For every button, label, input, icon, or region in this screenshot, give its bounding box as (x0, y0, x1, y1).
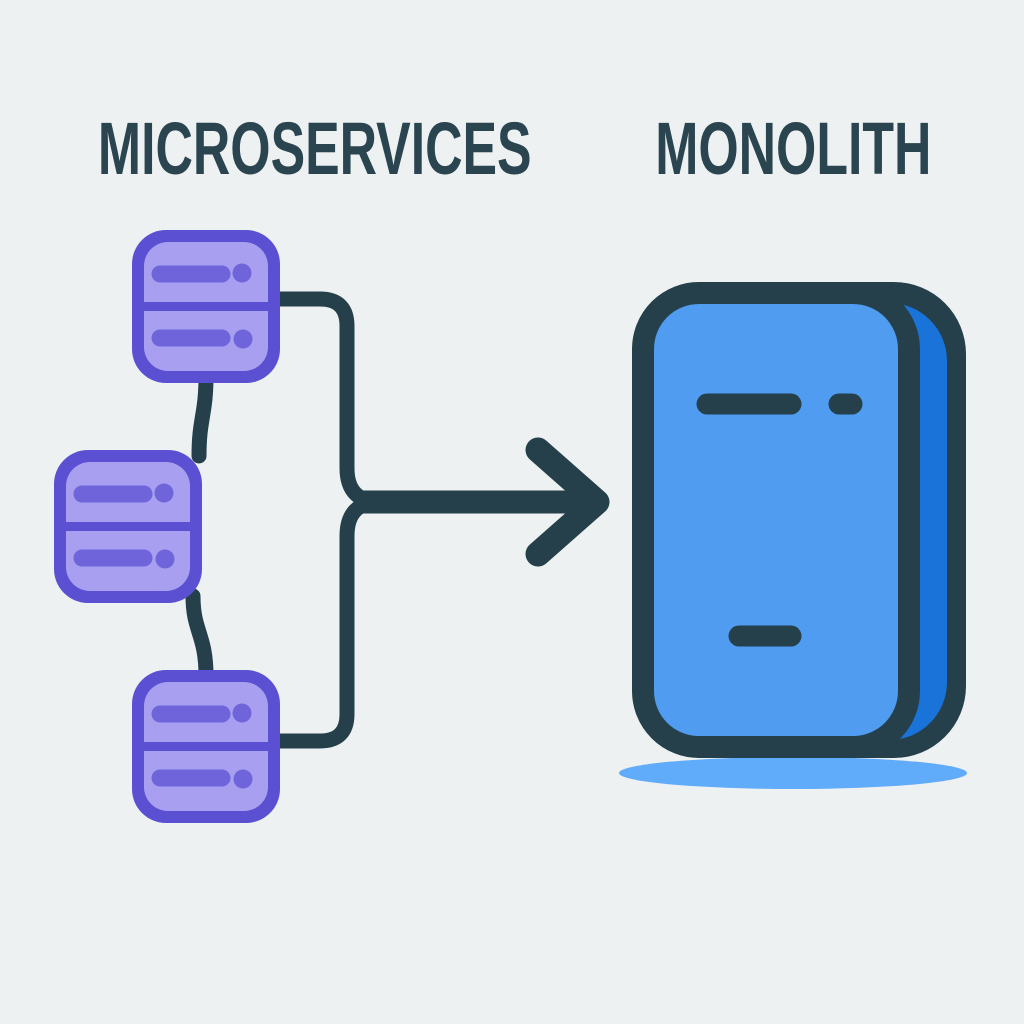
connector-server2-server3 (185, 588, 214, 684)
connector-server3-merge (268, 494, 388, 749)
arrow-head (525, 437, 610, 567)
connector-server1-merge (268, 291, 388, 510)
microservice-server-1 (132, 230, 280, 383)
connector-lines (185, 291, 388, 749)
connector-server1-server2 (191, 368, 214, 464)
monolith-title: MONOLITH (586, 112, 1000, 186)
microservices-title-text: MICROSERVICES (98, 107, 532, 190)
microservice-server-2 (54, 450, 202, 603)
monolith-shadow (619, 757, 967, 789)
microservice-server-3 (132, 670, 280, 823)
monolith-title-text: MONOLITH (654, 107, 932, 190)
monolith-icon (619, 282, 967, 789)
monolith-dashes (696, 393, 863, 647)
merge-arrow-icon (362, 437, 610, 567)
microservices-title: MICROSERVICES (0, 112, 630, 186)
monolith-front-face (632, 282, 920, 758)
